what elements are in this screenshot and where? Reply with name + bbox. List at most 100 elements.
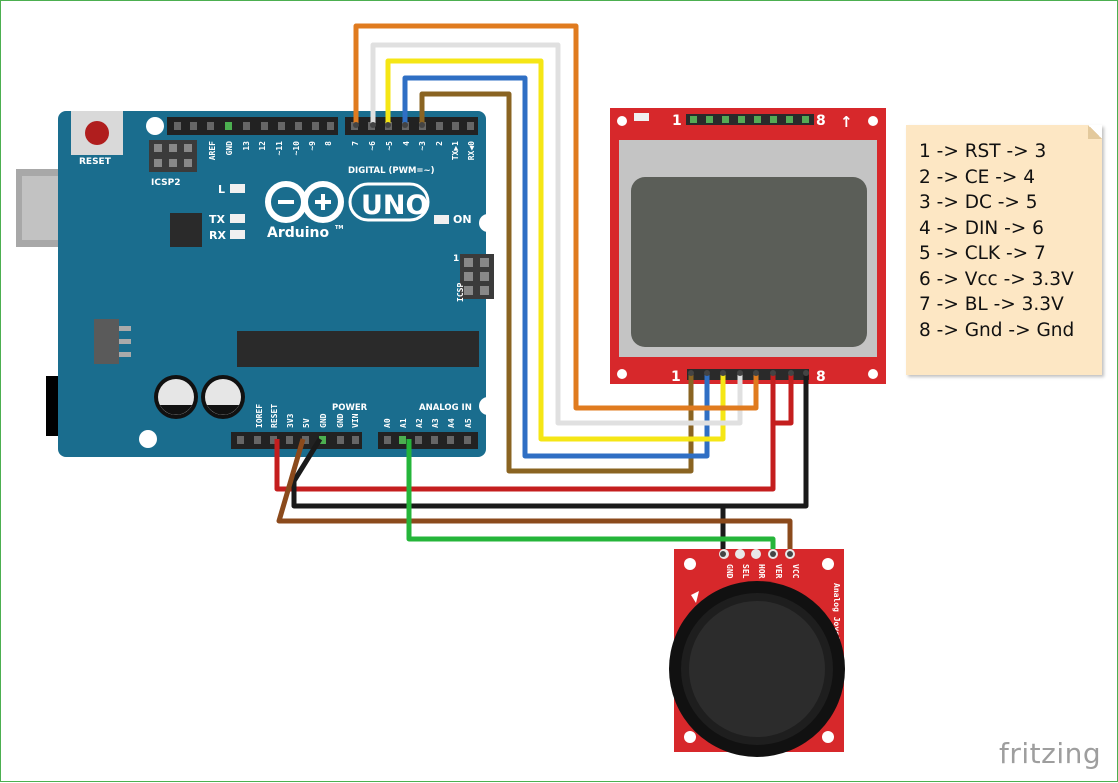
arduino-wordmark: Arduino — [267, 225, 329, 241]
mapping-line: 8 -> Gnd -> Gnd — [919, 319, 1075, 341]
mapping-line: 1 -> RST -> 3 — [919, 141, 1047, 162]
mapping-line: 4 -> DIN -> 6 — [919, 217, 1044, 239]
lcd-screen — [631, 177, 867, 347]
pin-label: VIN — [351, 413, 360, 428]
pin-label: RX◀0 — [467, 141, 476, 160]
lcd-top-pin-last: 8 — [816, 113, 826, 129]
voltage-regulator — [94, 319, 119, 364]
led-l — [230, 184, 245, 193]
lcd-top-header — [686, 114, 814, 125]
board-pcb — [58, 111, 486, 457]
lcd-bottom-pin-last: 8 — [816, 369, 826, 385]
pin-label: 12 — [258, 141, 267, 151]
wire-ends — [353, 122, 809, 557]
wire-dc — [385, 58, 726, 442]
wire-joy-vcc — [276, 438, 793, 549]
wire-din — [370, 42, 743, 426]
pin-label: ~5 — [385, 141, 394, 151]
pin-mapping-note: 1 -> RST -> 3 2 -> CE -> 4 3 -> DC -> 5 … — [906, 125, 1102, 375]
lcd-top-pin-first: 1 — [672, 113, 682, 129]
led-rx — [230, 230, 245, 239]
led-rx-label: RX — [209, 229, 226, 242]
power-pin-header — [231, 432, 362, 449]
nokia-5110-lcd: 1 8 ↑ 1 8 — [610, 108, 886, 385]
pin-label: GND — [225, 141, 234, 156]
note-fold — [1088, 125, 1102, 139]
lcd-arrow: ↑ — [840, 113, 853, 131]
power-label: POWER — [332, 403, 368, 413]
arduino-uno-board: RESET ICSP2 — [16, 111, 497, 457]
joystick-knob — [689, 601, 825, 737]
reset-label: RESET — [79, 157, 112, 167]
pin-label: 4 — [402, 141, 411, 146]
lcd-bottom-pin-first: 1 — [671, 369, 681, 385]
top-pin-header — [167, 117, 338, 135]
atmega-chip — [237, 331, 479, 367]
usb-chip — [170, 213, 202, 247]
icsp-pin1: 1 — [453, 254, 459, 264]
fritzing-logo: fritzing — [999, 737, 1102, 770]
analog-pin-header — [378, 432, 478, 449]
pin-label: 2 — [435, 141, 444, 146]
led-tx — [230, 214, 245, 223]
mapping-line: 7 -> BL -> 3.3V — [919, 294, 1064, 315]
pin-label: 3V3 — [286, 413, 295, 428]
pin-label: AREF — [208, 141, 217, 160]
pin-mapping-list: 1 -> RST -> 3 2 -> CE -> 4 3 -> DC -> 5 … — [906, 125, 1102, 343]
pin-label: 7 — [351, 141, 360, 146]
pin-label: GND — [336, 413, 345, 428]
pin-label: 13 — [242, 141, 251, 151]
wire-ce — [402, 75, 710, 459]
pin-label: A0 — [383, 418, 392, 428]
wire-clk — [353, 23, 759, 411]
joystick-pin-label: GND — [725, 564, 734, 579]
pin-label: ~6 — [368, 141, 377, 151]
arduino-logo: UNO Arduino TM — [265, 181, 430, 241]
joystick-pin-label: VCC — [791, 564, 800, 579]
icsp-label: ICSP — [456, 283, 465, 302]
mapping-line: 6 -> Vcc -> 3.3V — [919, 268, 1074, 290]
pin-label: A1 — [399, 418, 408, 428]
pin-label: 8 — [324, 141, 333, 146]
board-model: UNO — [361, 190, 428, 221]
pin-label: A2 — [415, 418, 424, 428]
led-on — [434, 215, 449, 224]
wire-3v3 — [274, 423, 776, 492]
joystick-pin-label: HOR — [757, 564, 766, 579]
pin-label: ~10 — [292, 141, 301, 156]
mapping-line: 2 -> CE -> 4 — [919, 166, 1036, 188]
pin-label: ~3 — [418, 141, 427, 151]
icsp2-label: ICSP2 — [151, 178, 180, 188]
pin-label: 5V — [302, 418, 311, 428]
led-l-label: L — [218, 183, 225, 196]
pin-label: A4 — [447, 418, 456, 428]
mapping-line: 3 -> DC -> 5 — [919, 192, 1038, 213]
pin-label: A5 — [464, 418, 473, 428]
pin-label: TX▶1 — [451, 141, 460, 160]
pin-label: GND — [319, 413, 328, 428]
capacitor — [154, 375, 198, 419]
pin-label: RESET — [270, 404, 279, 428]
pin-label: ~11 — [275, 141, 284, 156]
mapping-line: 5 -> CLK -> 7 — [919, 243, 1046, 264]
pin-label: A3 — [431, 418, 440, 428]
capacitor — [201, 375, 245, 419]
digital-pin-header — [345, 117, 478, 135]
wires — [274, 23, 809, 549]
joystick-pin-label: VER — [774, 564, 783, 579]
wire-joy-ver — [406, 439, 776, 549]
wire-lcd-gnd — [291, 373, 809, 509]
led-on-label: ON — [453, 213, 472, 226]
joystick-pin-label: SEL — [741, 564, 750, 579]
led-tx-label: TX — [209, 213, 226, 226]
lcd-bottom-header — [687, 369, 809, 380]
trademark: TM — [335, 225, 343, 231]
pin-label: IOREF — [255, 404, 264, 428]
digital-label: DIGITAL (PWM=~) — [348, 166, 435, 176]
analog-label: ANALOG IN — [419, 403, 472, 413]
wire-vcc-bl — [770, 373, 794, 426]
pin-label: ~9 — [308, 141, 317, 151]
